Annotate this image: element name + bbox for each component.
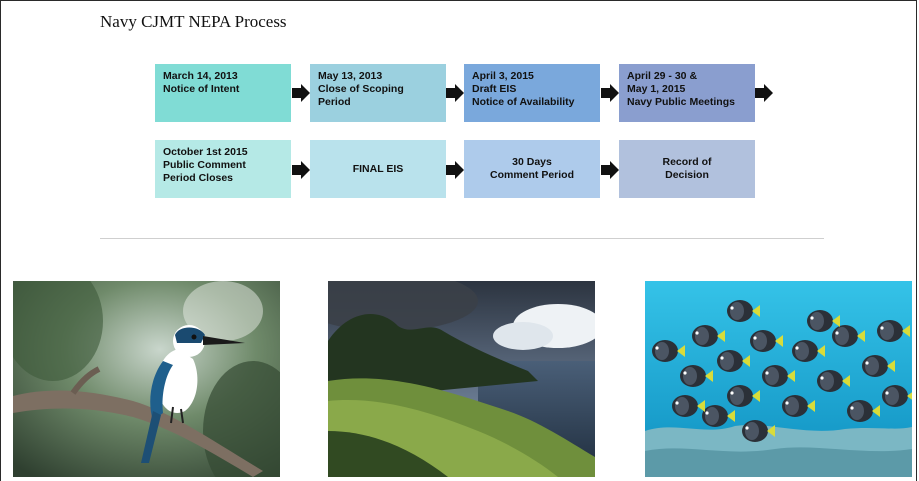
kingfisher-photo — [13, 281, 280, 477]
arrow-right-icon — [601, 161, 619, 179]
arrow-right-icon — [446, 84, 464, 102]
page-title: Navy CJMT NEPA Process — [100, 12, 287, 31]
tropical-fish-photo — [645, 281, 912, 477]
arrow-right-icon — [446, 161, 464, 179]
arrow-right-icon — [292, 161, 310, 179]
step-comment-period-closes: October 1st 2015 Public Comment Period C… — [155, 140, 291, 198]
step-notice-of-intent: March 14, 2013 Notice of Intent — [155, 64, 291, 122]
step-record-of-decision: Record of Decision — [619, 140, 755, 198]
arrow-right-icon — [601, 84, 619, 102]
step-public-meetings: April 29 - 30 & May 1, 2015 Navy Public … — [619, 64, 755, 122]
step-30-days-comment: 30 Days Comment Period — [464, 140, 600, 198]
step-close-of-scoping: May 13, 2013 Close of Scoping Period — [310, 64, 446, 122]
island-landscape-photo — [328, 281, 595, 477]
step-final-eis: FINAL EIS — [310, 140, 446, 198]
arrow-right-icon — [292, 84, 310, 102]
step-draft-eis: April 3, 2015 Draft EIS Notice of Availa… — [464, 64, 600, 122]
section-divider — [100, 238, 824, 239]
arrow-right-icon — [755, 84, 773, 102]
